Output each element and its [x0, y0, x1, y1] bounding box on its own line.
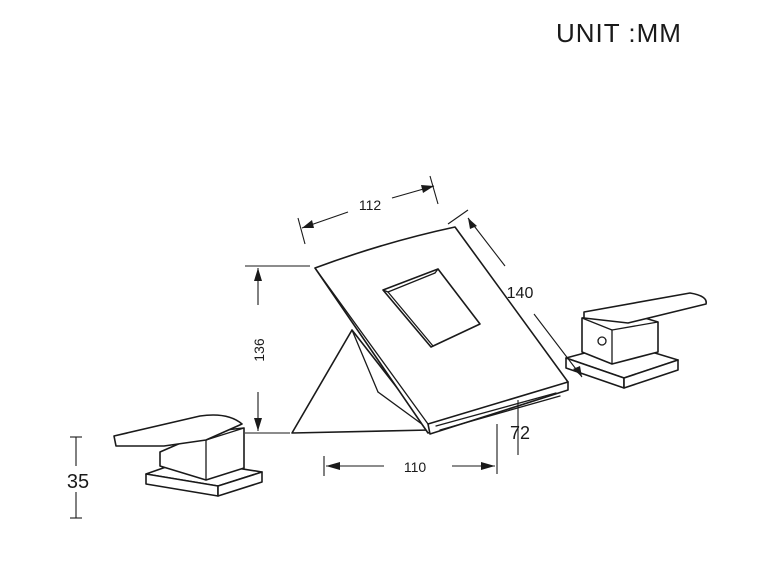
dimension-35: 35: [67, 436, 89, 519]
spout-plate-edge: [427, 381, 569, 435]
dimension-110-label: 110: [404, 459, 427, 475]
dimension-112-label: 112: [359, 197, 382, 213]
unit-label: UNIT :MM: [556, 18, 682, 48]
left-handle-lever: [113, 414, 243, 447]
right-handle-indicator-icon: [597, 336, 607, 346]
dimension-72-label: 72: [510, 423, 530, 443]
dimension-35-label: 35: [67, 471, 89, 493]
right-handle-lever: [583, 292, 707, 324]
spout-control-block: [382, 268, 481, 348]
dimension-140: 140: [447, 209, 583, 378]
spout-outlet-slot: [435, 392, 557, 427]
dimension-136-label: 136: [251, 338, 267, 362]
left-handle: [113, 414, 263, 497]
dimension-140-label: 140: [507, 285, 534, 302]
dimension-136: 136: [245, 265, 310, 434]
dimension-110: 110: [323, 424, 498, 476]
dimension-72: 72: [510, 400, 530, 455]
dimension-112: 112: [297, 175, 439, 245]
right-handle: [565, 292, 707, 389]
waterfall-spout: [291, 226, 569, 435]
